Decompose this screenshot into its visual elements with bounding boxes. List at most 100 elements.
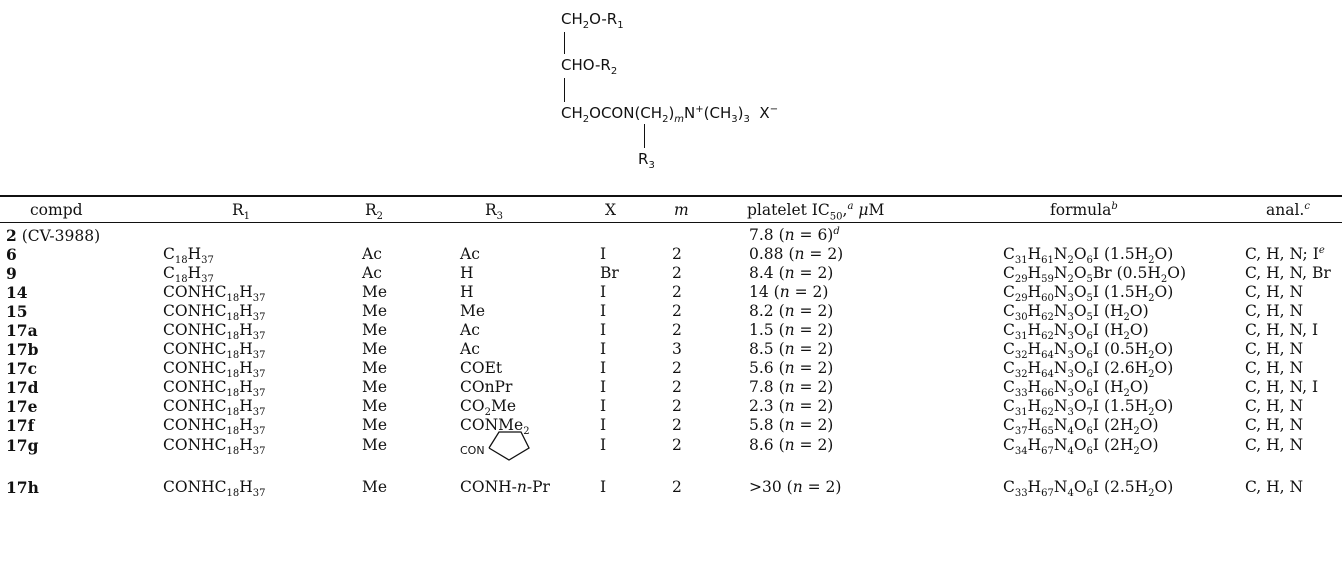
header-platelet: platelet IC50,a μM [747, 201, 885, 223]
cell-r3: Ac [460, 340, 480, 358]
structure-line-2: CHO-R2 [561, 56, 618, 77]
structure-line-1: CH2O-R1 [561, 10, 624, 31]
cell-r1: CONHC18H37 [163, 321, 266, 343]
cell-r3: CO2Me [460, 397, 516, 419]
cell-r2: Me [362, 340, 388, 358]
cell-r2: Me [362, 378, 388, 396]
header-formula: formulab [1050, 201, 1118, 220]
cell-anal: C, H, N [1245, 397, 1304, 415]
cell-x: I [600, 302, 607, 320]
cell-r1: CONHC18H37 [163, 478, 266, 500]
cell-m: 2 [672, 436, 682, 454]
cell-ic50: 14 (n = 2) [749, 283, 829, 301]
cell-x: I [600, 340, 607, 358]
cell-x: I [600, 378, 607, 396]
cell-compd: 17f [6, 416, 35, 435]
cell-r1: C18H37 [163, 245, 214, 267]
cell-formula: C32H64N3O6I (0.5H2O) [1003, 340, 1174, 362]
cell-ic50: 0.88 (n = 2) [749, 245, 844, 263]
cell-m: 2 [672, 478, 682, 496]
cell-r3: COnPr [460, 378, 513, 396]
structure-line-4: R3 [638, 150, 655, 171]
cell-r3: H [460, 264, 474, 282]
cell-r1: CONHC18H37 [163, 416, 266, 438]
cell-formula: C33H66N3O6I (H2O) [1003, 378, 1149, 400]
cell-anal: C, H, N [1245, 416, 1304, 434]
pyrrolidine-ring-icon [488, 431, 530, 461]
cell-compd: 15 [6, 302, 28, 321]
cell-formula: C29H59N2O5Br (0.5H2O) [1003, 264, 1186, 286]
cell-ic50: 8.6 (n = 2) [749, 436, 834, 454]
cell-r2: Me [362, 416, 388, 434]
cell-r3: CONH-n-Pr [460, 478, 550, 496]
cell-compd: 17b [6, 340, 39, 359]
cell-anal: C, H, N [1245, 340, 1304, 358]
cell-r3: H [460, 283, 474, 301]
cell-r1: CONHC18H37 [163, 397, 266, 419]
cell-r1: CONHC18H37 [163, 359, 266, 381]
cell-formula: C31H61N2O6I (1.5H2O) [1003, 245, 1174, 267]
cell-ic50: >30 (n = 2) [749, 478, 842, 496]
cell-r1: CONHC18H37 [163, 283, 266, 305]
cell-ic50: 8.5 (n = 2) [749, 340, 834, 358]
cell-anal: C, H, N, Br [1245, 264, 1331, 282]
cell-ic50: 8.2 (n = 2) [749, 302, 834, 320]
cell-r2: Me [362, 478, 388, 496]
cell-compd: 17h [6, 478, 39, 497]
cell-compd: 17e [6, 397, 38, 416]
cell-ic50: 2.3 (n = 2) [749, 397, 834, 415]
cell-formula: C32H64N3O6I (2.6H2O) [1003, 359, 1174, 381]
header-m: m [674, 201, 689, 219]
table-header: compd R1 R2 R3 X m platelet IC50,a μM fo… [0, 199, 1342, 223]
cell-r3: Ac [460, 245, 480, 263]
cell-m: 2 [672, 378, 682, 396]
cell-r2: Me [362, 283, 388, 301]
cell-anal: C, H, N [1245, 436, 1304, 454]
cell-r3: Ac [460, 321, 480, 339]
header-r2: R2 [365, 201, 384, 223]
cell-compd: 14 [6, 283, 28, 302]
cell-r2: Me [362, 302, 388, 320]
cell-m: 2 [672, 264, 682, 282]
header-r3: R3 [485, 201, 504, 223]
cell-r1: CONHC18H37 [163, 340, 266, 362]
cell-x: I [600, 283, 607, 301]
cell-x: I [600, 416, 607, 434]
table-top-rule [0, 195, 1342, 197]
cell-x: I [600, 359, 607, 377]
cell-compd: 17c [6, 359, 38, 378]
header-r1: R1 [232, 201, 251, 223]
cell-formula: C31H62N3O6I (H2O) [1003, 321, 1149, 343]
cell-anal: C, H, N, I [1245, 378, 1319, 396]
cell-formula: C37H65N4O6I (2H2O) [1003, 416, 1159, 438]
cell-r3: COEt [460, 359, 503, 377]
cell-ic50: 5.8 (n = 2) [749, 416, 834, 434]
cell-compd: 6 [6, 245, 17, 264]
cell-r1: CONHC18H37 [163, 378, 266, 400]
cell-r3: Me [460, 302, 486, 320]
cell-r1: CONHC18H37 [163, 302, 266, 324]
cell-m: 2 [672, 359, 682, 377]
header-compd: compd [30, 201, 83, 219]
cell-m: 2 [672, 302, 682, 320]
cell-m: 2 [672, 245, 682, 263]
header-x: X [605, 201, 617, 219]
cell-r2: Me [362, 397, 388, 415]
cell-r3: CONMe2 [460, 416, 530, 438]
cell-r1: CONHC18H37 [163, 436, 266, 458]
cell-compd: 17a [6, 321, 38, 340]
cell-x: I [600, 478, 607, 496]
cell-anal: C, H, N [1245, 359, 1304, 377]
cell-anal: C, H, N [1245, 283, 1304, 301]
cell-m: 2 [672, 321, 682, 339]
cell-r2: Ac [362, 264, 382, 282]
header-anal: anal.c [1266, 201, 1310, 220]
cell-r3: CON [460, 426, 533, 462]
cell-x: Br [600, 264, 619, 282]
cell-formula: C30H62N3O5I (H2O) [1003, 302, 1149, 324]
cell-compd: 17d [6, 378, 39, 397]
cell-ic50: 7.8 (n = 6)d [749, 226, 840, 245]
cell-x: I [600, 321, 607, 339]
cell-anal: C, H, N, I [1245, 321, 1319, 339]
cell-ic50: 8.4 (n = 2) [749, 264, 834, 282]
